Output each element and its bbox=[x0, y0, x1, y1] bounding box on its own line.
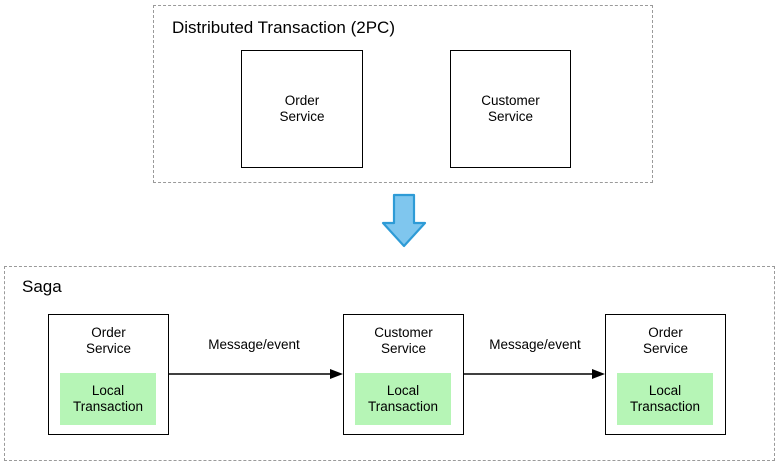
down-arrow bbox=[379, 193, 429, 249]
saga-box-order-service-1-label: Order Service bbox=[85, 325, 131, 356]
top-box-order-service-label: Order Service bbox=[279, 93, 325, 124]
connector-arrow-2 bbox=[463, 364, 606, 384]
top-box-customer-service-label: Customer Service bbox=[481, 93, 540, 124]
connector-arrow-1 bbox=[167, 364, 344, 384]
saga-box-order-service-2-label: Order Service bbox=[642, 325, 688, 356]
top-box-order-service[interactable] bbox=[241, 50, 363, 168]
saga-box-customer-service-label: Customer Service bbox=[374, 325, 433, 356]
edge-label-message-event-1: Message/event bbox=[208, 337, 300, 352]
saga-box-order-service-2-local-transaction: Local Transaction bbox=[617, 373, 713, 425]
edge-label-message-event-2: Message/event bbox=[489, 337, 581, 352]
group-saga-title: Saga bbox=[22, 277, 62, 296]
saga-box-order-service-1-local-transaction: Local Transaction bbox=[60, 373, 156, 425]
top-box-customer-service[interactable] bbox=[450, 50, 571, 168]
group-distributed-transaction-title: Distributed Transaction (2PC) bbox=[172, 18, 395, 37]
group-saga bbox=[4, 266, 775, 461]
saga-box-customer-service-local-transaction: Local Transaction bbox=[355, 373, 451, 425]
group-distributed-transaction bbox=[153, 5, 653, 183]
